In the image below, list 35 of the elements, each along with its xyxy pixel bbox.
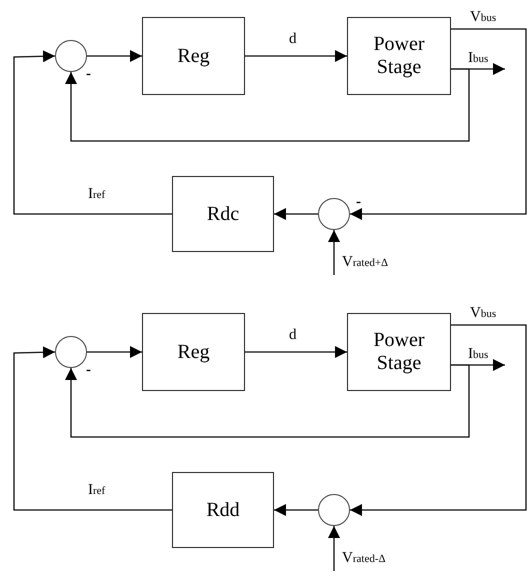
block-box — [172, 176, 274, 252]
arrow — [274, 208, 318, 220]
arrow — [65, 68, 470, 142]
minus-sign: - — [86, 362, 91, 378]
block-label: Reg — [177, 340, 210, 364]
block-box — [142, 313, 245, 391]
arrow — [274, 504, 318, 516]
arrow — [245, 50, 347, 62]
block-box — [347, 313, 451, 391]
minus-sign: - — [356, 194, 361, 210]
block-label: Rdd — [206, 498, 240, 522]
summing-junction — [55, 336, 87, 368]
block-box — [142, 17, 245, 95]
arrow — [350, 28, 527, 220]
arrow — [328, 526, 340, 571]
arrow — [87, 346, 142, 358]
signal-label: d — [289, 31, 296, 48]
block-box — [347, 17, 451, 95]
arrow — [13, 50, 172, 215]
arrow — [245, 346, 347, 358]
arrow — [87, 50, 142, 62]
arrow — [13, 346, 172, 511]
summing-junction — [318, 494, 350, 526]
block-label: Rdc — [206, 202, 240, 226]
summing-junction — [318, 198, 350, 230]
arrow — [350, 324, 527, 516]
arrow — [328, 230, 340, 275]
minus-sign: - — [86, 66, 91, 82]
block-label: Reg — [177, 44, 210, 68]
signal-label: d — [289, 327, 296, 344]
block-label: Power Stage — [372, 329, 426, 375]
block-label: Power Stage — [372, 33, 426, 79]
arrow — [65, 364, 470, 438]
summing-junction — [55, 40, 87, 72]
block-box — [172, 472, 274, 548]
